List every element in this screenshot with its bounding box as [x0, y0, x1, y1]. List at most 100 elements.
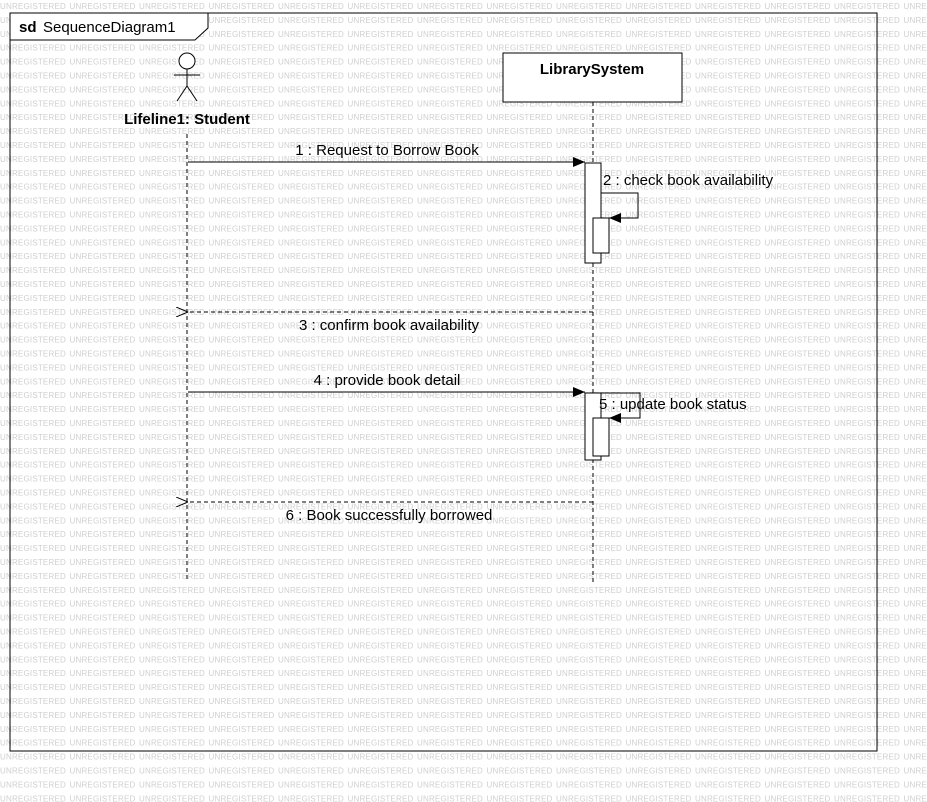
message-6[interactable]: 6 : Book successfully borrowed [188, 502, 593, 524]
watermark-text: UNREGISTERED [834, 224, 900, 233]
watermark-text: UNREGISTERED [834, 433, 900, 442]
watermark-text: UNREGISTERED [626, 266, 692, 275]
watermark-text: UNREGISTERED [556, 308, 622, 317]
watermark-text: UNREGISTERED [278, 391, 344, 400]
watermark-text: UNREGISTERED [556, 475, 622, 484]
message-5-label: 5 : update book status [599, 396, 747, 413]
watermark-text: UNREGISTERED [487, 572, 553, 581]
watermark-text: UNREGISTERED [556, 669, 622, 678]
watermark-text: UNREGISTERED [904, 224, 927, 233]
watermark-text: UNREGISTERED [139, 502, 205, 511]
watermark-text: UNREGISTERED [278, 322, 344, 331]
message-3[interactable]: 3 : confirm book availability [188, 312, 593, 334]
watermark-text: UNREGISTERED [695, 183, 761, 192]
watermark-text: UNREGISTERED [348, 669, 414, 678]
watermark-text: UNREGISTERED [417, 794, 483, 802]
watermark-text: UNREGISTERED [70, 558, 136, 567]
watermark-text: UNREGISTERED [139, 586, 205, 595]
message-1[interactable]: 1 : Request to Borrow Book [188, 142, 585, 167]
watermark-text: UNREGISTERED [834, 266, 900, 275]
watermark-text: UNREGISTERED [695, 2, 761, 11]
watermark-text: UNREGISTERED [695, 433, 761, 442]
watermark-text: UNREGISTERED [904, 753, 927, 762]
watermark-text: UNREGISTERED [904, 600, 927, 609]
watermark-text: UNREGISTERED [0, 697, 66, 706]
message-4[interactable]: 4 : provide book detail [188, 372, 585, 397]
watermark-text: UNREGISTERED [904, 780, 927, 789]
watermark-text: UNREGISTERED [834, 405, 900, 414]
watermark-text: UNREGISTERED [209, 753, 275, 762]
watermark-text: UNREGISTERED [487, 780, 553, 789]
watermark-text: UNREGISTERED [834, 572, 900, 581]
watermark-text: UNREGISTERED [278, 224, 344, 233]
lifeline-student[interactable]: Lifeline1: Student [124, 52, 250, 582]
watermark-text: UNREGISTERED [278, 58, 344, 67]
watermark-text: UNREGISTERED [556, 322, 622, 331]
watermark-text: UNREGISTERED [278, 614, 344, 623]
watermark-text: UNREGISTERED [904, 280, 927, 289]
watermark-text: UNREGISTERED [348, 211, 414, 220]
watermark-text: UNREGISTERED [487, 155, 553, 164]
watermark-text: UNREGISTERED [834, 489, 900, 498]
watermark-text: UNREGISTERED [626, 600, 692, 609]
watermark-text: UNREGISTERED [209, 572, 275, 581]
message-4-label: 4 : provide book detail [314, 372, 461, 389]
watermark-text: UNREGISTERED [209, 502, 275, 511]
watermark-text: UNREGISTERED [904, 655, 927, 664]
watermark-text: UNREGISTERED [487, 544, 553, 553]
lifeline-library-system[interactable]: LibrarySystem [502, 52, 683, 582]
watermark-text: UNREGISTERED [626, 183, 692, 192]
watermark-text: UNREGISTERED [139, 572, 205, 581]
watermark-text: UNREGISTERED [695, 600, 761, 609]
watermark-text: UNREGISTERED [834, 294, 900, 303]
watermark-text: UNREGISTERED [70, 780, 136, 789]
watermark-text: UNREGISTERED [765, 336, 831, 345]
watermark-text: UNREGISTERED [209, 780, 275, 789]
watermark-text: UNREGISTERED [0, 600, 66, 609]
watermark-text: UNREGISTERED [348, 252, 414, 261]
watermark-text: UNREGISTERED [626, 739, 692, 748]
message-6-label: 6 : Book successfully borrowed [286, 507, 493, 524]
watermark-text: UNREGISTERED [348, 391, 414, 400]
watermark-text: UNREGISTERED [695, 711, 761, 720]
watermark-text: UNREGISTERED [556, 794, 622, 802]
watermark-text: UNREGISTERED [348, 641, 414, 650]
watermark-text: UNREGISTERED [626, 363, 692, 372]
watermark-text: UNREGISTERED [765, 586, 831, 595]
message-5[interactable]: 5 : update book status [599, 392, 747, 423]
watermark-text: UNREGISTERED [904, 447, 927, 456]
watermark-text: UNREGISTERED [834, 211, 900, 220]
watermark-text: UNREGISTERED [70, 58, 136, 67]
watermark-text: UNREGISTERED [278, 628, 344, 637]
watermark-text: UNREGISTERED [417, 447, 483, 456]
watermark-text: UNREGISTERED [139, 405, 205, 414]
watermark-text: UNREGISTERED [765, 252, 831, 261]
watermark-text: UNREGISTERED [695, 169, 761, 178]
watermark-text: UNREGISTERED [278, 363, 344, 372]
watermark-text: UNREGISTERED [139, 99, 205, 108]
watermark-text: UNREGISTERED [765, 280, 831, 289]
watermark-text: UNREGISTERED [904, 544, 927, 553]
watermark-text: UNREGISTERED [417, 475, 483, 484]
watermark-text: UNREGISTERED [278, 669, 344, 678]
watermark-text: UNREGISTERED [348, 530, 414, 539]
message-2[interactable]: 2 : check book availability [601, 172, 774, 223]
watermark-text: UNREGISTERED [70, 683, 136, 692]
watermark-text: UNREGISTERED [626, 725, 692, 734]
watermark-text: UNREGISTERED [765, 266, 831, 275]
watermark-text: UNREGISTERED [556, 725, 622, 734]
watermark-text: UNREGISTERED [0, 2, 66, 11]
watermark-text: UNREGISTERED [626, 350, 692, 359]
watermark-text: UNREGISTERED [765, 767, 831, 776]
watermark-text: UNREGISTERED [348, 447, 414, 456]
watermark-text: UNREGISTERED [556, 780, 622, 789]
watermark-text: UNREGISTERED [348, 628, 414, 637]
watermark-text: UNREGISTERED [278, 641, 344, 650]
watermark-text: UNREGISTERED [0, 461, 66, 470]
watermark-text: UNREGISTERED [834, 614, 900, 623]
watermark-text: UNREGISTERED [278, 280, 344, 289]
watermark-text: UNREGISTERED [834, 169, 900, 178]
watermark-text: UNREGISTERED [0, 322, 66, 331]
watermark-text: UNREGISTERED [209, 461, 275, 470]
watermark-text: UNREGISTERED [626, 447, 692, 456]
